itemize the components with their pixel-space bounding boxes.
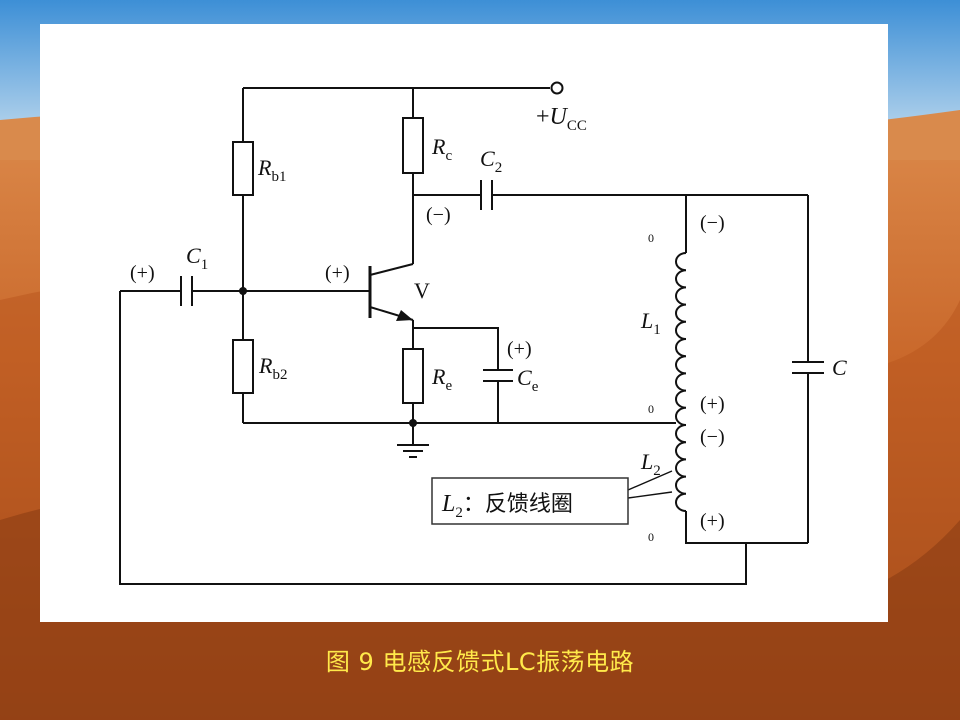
terminal-mark-bottom: 0 [648, 530, 654, 544]
feedback-callout-box [431, 477, 629, 525]
wire-coil-bottom [685, 511, 808, 544]
transistor-collector [369, 263, 414, 276]
rb2-resistor [232, 339, 254, 394]
polarity-coil-top: (−) [700, 212, 725, 234]
polarity-c1-input: (+) [130, 262, 155, 284]
rb2-label: Rb2 [258, 353, 287, 383]
polarity-emitter-cap: (+) [507, 338, 532, 360]
figure-caption: 图 9 电感反馈式LC振荡电路 [325, 648, 635, 676]
ce-label: Ce [517, 365, 539, 395]
ucc-label: +UCC [536, 104, 587, 134]
l2-coil [675, 424, 687, 512]
polarity-coil-mid-minus: (−) [700, 426, 725, 448]
re-resistor [402, 348, 424, 404]
junction-base [239, 287, 247, 295]
wire-feedback-left [119, 291, 747, 585]
rb1-label: Rb1 [257, 155, 286, 185]
re-label: Re [431, 364, 452, 394]
rb1-resistor [232, 141, 254, 196]
c-tank-label: C [832, 355, 847, 380]
feedback-callout-text: L2：反馈线圈 [441, 491, 573, 521]
polarity-base: (+) [325, 262, 350, 284]
callout-pointer [627, 470, 673, 499]
polarity-coil-mid-plus: (+) [700, 393, 725, 415]
junction-emitter-ground [409, 419, 417, 427]
l1-label: L1 [640, 308, 661, 338]
terminal-mark-mid: 0 [648, 402, 654, 416]
emitter-arrow [396, 310, 413, 321]
wire-emitter [412, 320, 499, 370]
rc-label: Rc [431, 134, 452, 164]
rc-resistor [402, 117, 424, 174]
ucc-terminal [550, 81, 564, 95]
transistor-label: V [414, 278, 430, 303]
l1-coil [675, 252, 687, 426]
l2-label: L2 [640, 449, 661, 479]
c1-label: C1 [186, 243, 208, 273]
c2-label: C2 [480, 146, 502, 176]
polarity-coil-bottom: (+) [700, 510, 725, 532]
polarity-collector: (−) [426, 204, 451, 226]
terminal-mark-top: 0 [648, 231, 654, 245]
